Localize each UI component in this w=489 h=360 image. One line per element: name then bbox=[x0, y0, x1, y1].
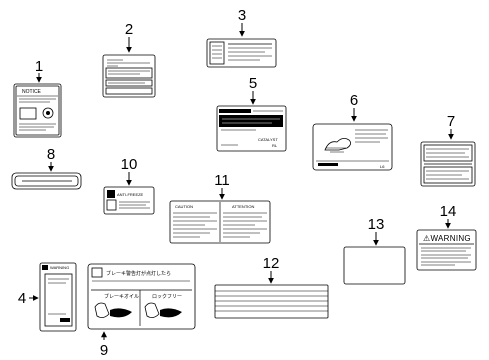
label-5-catalyst[interactable]: CATALYST RL bbox=[216, 105, 287, 152]
label-3[interactable] bbox=[206, 38, 277, 68]
callout-1: 1 bbox=[35, 58, 43, 75]
callout-7: 7 bbox=[447, 113, 455, 130]
label9-right: ロックフリー bbox=[152, 294, 182, 300]
label9-head: ブレーキ警告灯が点灯したら bbox=[106, 270, 171, 277]
caution-text: CAUTION bbox=[175, 204, 193, 209]
label-11-caution[interactable]: CAUTION ATTENTION bbox=[169, 200, 271, 244]
label-6[interactable]: L6 bbox=[312, 123, 393, 171]
hand-icon-right bbox=[160, 308, 182, 318]
label-2[interactable] bbox=[102, 54, 156, 98]
label-8[interactable] bbox=[11, 172, 82, 190]
label4-head: WARNING bbox=[50, 265, 69, 270]
l6-code: L6 bbox=[380, 164, 385, 169]
label10-head: ANTI-FREEZE bbox=[117, 192, 144, 197]
callout-10: 10 bbox=[121, 156, 138, 173]
label-4-vertical[interactable]: WARNING bbox=[39, 262, 77, 332]
callout-13: 13 bbox=[368, 216, 385, 233]
catalyst-code: RL bbox=[272, 143, 278, 148]
reservoir-icon-right bbox=[144, 302, 160, 318]
callout-14: 14 bbox=[440, 203, 457, 220]
callout-3: 3 bbox=[238, 7, 246, 24]
label-12-striped[interactable] bbox=[214, 284, 329, 319]
label-9-brake[interactable]: ブレーキ警告灯が点灯したら ブレーキオイル ロックフリー bbox=[87, 263, 196, 330]
warning-text: ⚠WARNING bbox=[423, 234, 471, 243]
hand-icon-left bbox=[110, 308, 132, 318]
label-13-blank[interactable] bbox=[343, 246, 406, 285]
notice-text: NOTICE bbox=[22, 89, 42, 95]
reservoir-icon-left bbox=[94, 302, 110, 318]
callout-12: 12 bbox=[263, 255, 280, 272]
catalyst-text: CATALYST bbox=[258, 137, 278, 142]
label9-left: ブレーキオイル bbox=[104, 293, 139, 300]
callout-5: 5 bbox=[249, 75, 257, 92]
label-7[interactable] bbox=[420, 141, 476, 187]
label-10-antifreeze[interactable]: ANTI-FREEZE bbox=[103, 186, 155, 215]
callout-6: 6 bbox=[350, 92, 358, 109]
attention-text: ATTENTION bbox=[232, 204, 254, 209]
callout-9: 9 bbox=[100, 342, 108, 359]
callout-2: 2 bbox=[125, 21, 133, 38]
callout-8: 8 bbox=[47, 146, 55, 163]
callout-11: 11 bbox=[214, 172, 230, 189]
hand-icon bbox=[324, 138, 351, 151]
label-1-notice[interactable]: NOTICE bbox=[13, 83, 62, 138]
callout-4: 4 bbox=[18, 290, 26, 307]
label-14-warning[interactable]: ⚠WARNING bbox=[416, 229, 477, 271]
